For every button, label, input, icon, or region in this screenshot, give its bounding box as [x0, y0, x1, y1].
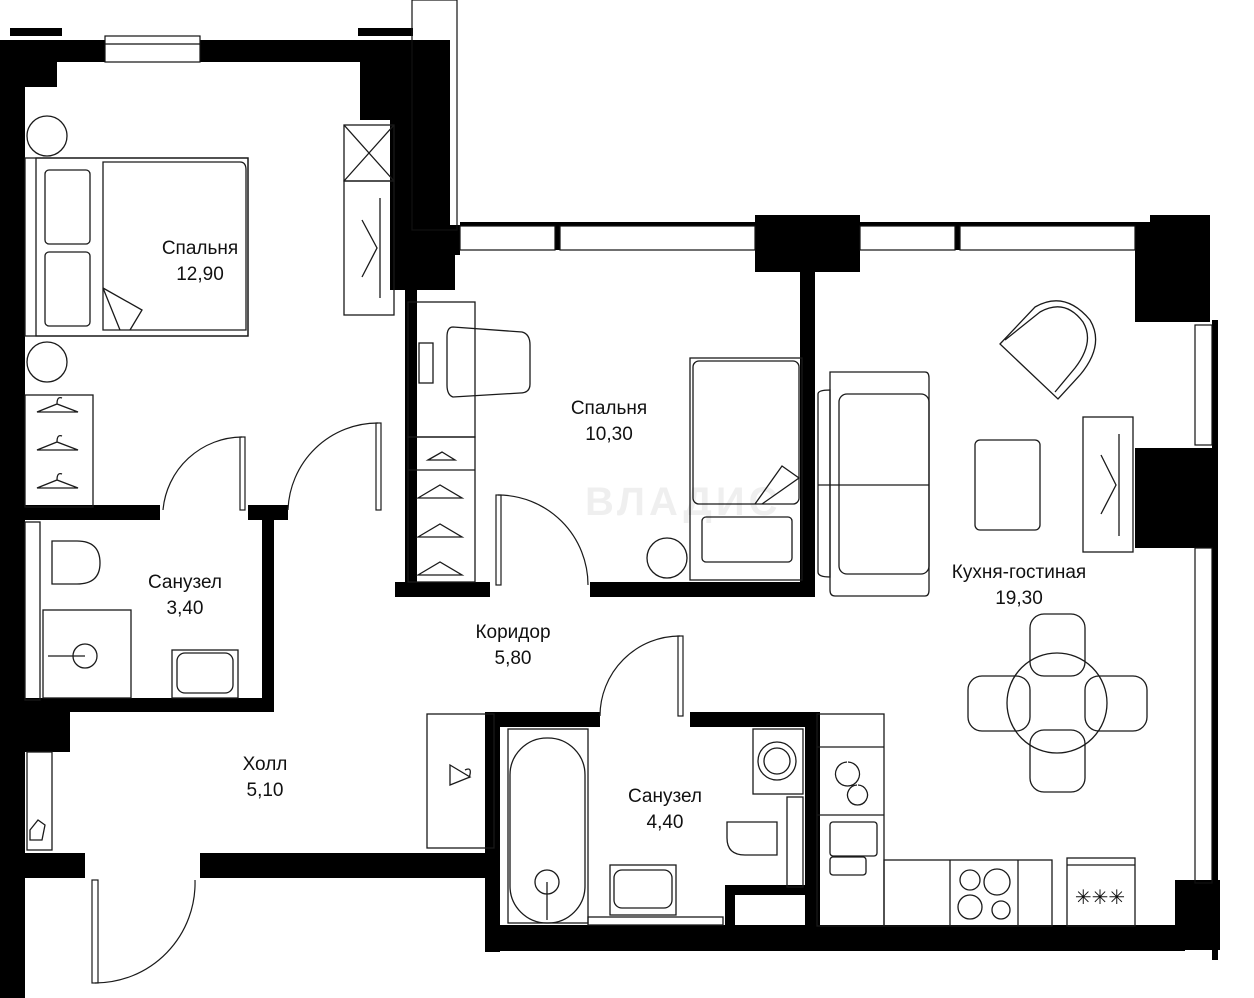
room-label-kitchen-living: Кухня-гостиная 19,30: [952, 560, 1086, 612]
door-bathroom1: [287, 422, 382, 511]
room-area: 19,30: [995, 588, 1043, 609]
bedroom2-left-wall: [405, 285, 417, 595]
room-area: 5,10: [246, 780, 284, 801]
washbasin: [609, 864, 677, 916]
chair: [967, 675, 1031, 732]
facade-ticks: [10, 28, 413, 36]
sofa: [829, 371, 930, 597]
windows: [104, 0, 1213, 884]
shower-tray: [42, 609, 132, 699]
room-area: 10,30: [585, 424, 633, 445]
desk-chair: [446, 326, 531, 398]
wardrobe: [24, 394, 94, 508]
door-entrance: [91, 879, 196, 984]
nightstand-top: [26, 115, 68, 157]
pillow: [701, 516, 793, 563]
left-wall: [0, 40, 25, 998]
room-name: Спальня: [161, 238, 239, 259]
washing-machine: [752, 728, 804, 795]
room-name: Коридор: [475, 622, 551, 643]
bottom-wall: [485, 925, 1185, 951]
svg-text:✳✳✳: ✳✳✳: [1075, 887, 1125, 909]
room-area: 3,40: [166, 598, 204, 619]
laptop: [418, 342, 434, 384]
oven: [1066, 857, 1136, 927]
room-label-bathroom-1: Санузел 3,40: [148, 570, 222, 622]
dining-table: [1006, 652, 1108, 754]
chair: [1084, 675, 1148, 732]
room-label-hall: Холл 5,10: [243, 752, 288, 804]
doors: [91, 422, 684, 984]
chair: [1029, 613, 1086, 677]
tv-stand: [1082, 416, 1134, 553]
room-name: Спальня: [570, 398, 648, 419]
room-name: Санузел: [147, 572, 223, 593]
room-label-bedroom-2: Спальня 10,30: [571, 396, 647, 448]
bedroom2-right-wall: [800, 260, 815, 595]
shoe-cabinet: [26, 751, 53, 851]
room-area: 12,90: [176, 264, 224, 285]
burner: [959, 869, 981, 891]
nightstand-bottom: [26, 341, 68, 383]
kitchen-counter-vertical: [816, 713, 885, 927]
kitchen-counter-horizontal: [883, 859, 1053, 927]
walls: [0, 28, 1220, 998]
toilet: [726, 821, 778, 856]
wardrobe-2: [407, 436, 476, 583]
door-bedroom2: [495, 494, 589, 586]
chair: [1029, 729, 1086, 793]
room-name: Кухня-гостиная: [951, 562, 1087, 583]
room-name: Холл: [242, 754, 288, 775]
door-bathroom2: [599, 635, 684, 717]
pipe-box: [24, 521, 41, 701]
coffee-table: [974, 439, 1041, 531]
watermark: ВЛАДИС: [585, 480, 782, 524]
desk: [407, 301, 476, 438]
washbasin: [171, 649, 239, 699]
bath1-right-wall: [262, 505, 274, 710]
room-label-bathroom-2: Санузел 4,40: [628, 784, 702, 836]
sink: [829, 821, 878, 857]
room-area: 4,40: [646, 812, 684, 833]
armchair: [999, 300, 1097, 400]
closet: [343, 180, 395, 316]
hall-wardrobe: [426, 713, 495, 849]
room-label-bedroom-1: Спальня 12,90: [162, 236, 238, 288]
door-bedroom1: [162, 436, 246, 511]
room-area: 5,80: [494, 648, 532, 669]
pillow: [44, 169, 91, 245]
pillow: [44, 251, 91, 327]
toilet: [51, 540, 101, 585]
nightstand: [646, 537, 688, 579]
furniture: ✳✳✳: [24, 115, 1148, 927]
room-label-corridor: Коридор 5,80: [475, 620, 550, 672]
single-bed: [689, 357, 803, 581]
room-name: Санузел: [627, 786, 703, 807]
